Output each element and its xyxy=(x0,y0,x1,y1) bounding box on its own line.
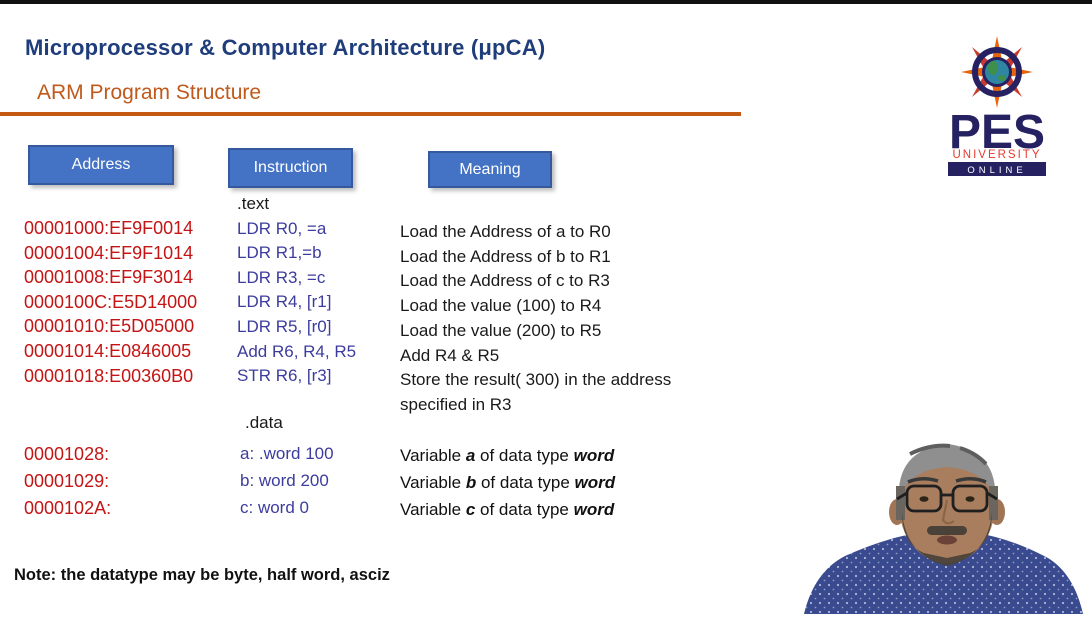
address-column: 00001000:EF9F0014 00001004:EF9F1014 0000… xyxy=(24,216,197,388)
meaning-value: Load the value (100) to R4 xyxy=(400,296,602,316)
meaning-column: Load the Address of a to R0 Load the Add… xyxy=(400,220,740,418)
instruction-value: a: .word 100 xyxy=(240,444,334,463)
meaning-value: Load the value (200) to R5 xyxy=(400,320,602,340)
meaning-value: Variable b of data type word xyxy=(400,469,615,496)
divider xyxy=(0,112,741,116)
pes-university-logo: PES UNIVERSITY ONLINE xyxy=(938,36,1056,176)
meaning-text: Variable xyxy=(400,446,466,465)
mouth xyxy=(937,535,957,545)
nose xyxy=(941,499,955,525)
datatype-name: word xyxy=(573,446,615,465)
meaning-text: Variable xyxy=(400,500,466,520)
address-value: 0000102A: xyxy=(24,498,112,518)
datatype-name: word xyxy=(573,500,615,520)
glasses-icon xyxy=(896,484,998,513)
datatype-name: word xyxy=(574,473,616,493)
shirt xyxy=(804,533,1083,614)
sideburn xyxy=(896,486,905,520)
column-header-address: Address xyxy=(28,145,174,185)
meaning-value: Load the Address of c to R3 xyxy=(400,271,610,291)
data-instruction-column: a: .word 100 b: word 200 c: word 0 xyxy=(240,440,334,521)
logo-university-label: UNIVERSITY xyxy=(952,149,1041,161)
compass-logo-icon: PES UNIVERSITY ONLINE xyxy=(948,36,1046,176)
column-header-meaning: Meaning xyxy=(428,151,552,188)
eyebrow xyxy=(907,477,939,484)
address-value: 00001010:E5D05000 xyxy=(24,316,195,337)
instruction-value: Add R6, R4, R5 xyxy=(237,341,357,361)
meaning-value: Load the Address of b to R1 xyxy=(400,246,611,266)
instruction-column: .text LDR R0, =a LDR R1,=b LDR R3, =c LD… xyxy=(237,192,356,389)
top-bar xyxy=(0,0,1092,4)
meaning-value: Variable c of data type word xyxy=(400,496,615,523)
instruction-value: b: word 200 xyxy=(240,471,329,490)
page-title: Microprocessor & Computer Architecture (… xyxy=(25,35,546,60)
address-value: 00001004:EF9F1014 xyxy=(24,242,194,263)
address-value: 00001028: xyxy=(24,444,110,464)
meaning-text: of data type xyxy=(476,473,575,493)
sideburn xyxy=(989,486,998,520)
address-value: 00001029: xyxy=(24,471,110,491)
instruction-value: LDR R0, =a xyxy=(237,218,327,238)
data-meaning-column: Variable a of data type word Variable b … xyxy=(400,442,615,524)
address-value: 00001000:EF9F0014 xyxy=(24,218,194,238)
data-address-column: 00001028: 00001029: 0000102A: xyxy=(24,441,111,522)
variable-name: a xyxy=(465,446,476,465)
instruction-value: STR R6, [r3] xyxy=(237,366,332,386)
meaning-text: of data type xyxy=(475,500,574,520)
footnote: Note: the datatype may be byte, half wor… xyxy=(14,566,390,584)
meaning-value: Store the result( 300) in the address sp… xyxy=(400,370,672,414)
instruction-value: LDR R5, [r0] xyxy=(237,316,332,336)
column-header-instruction: Instruction xyxy=(228,148,353,188)
hair xyxy=(898,444,996,502)
meaning-value: Load the Address of a to R0 xyxy=(400,222,611,241)
instruction-value: c: word 0 xyxy=(240,498,309,517)
data-section-label: .data xyxy=(245,413,283,432)
address-value: 00001018:E00360B0 xyxy=(24,365,194,386)
variable-name: b xyxy=(465,473,477,493)
hair-streaks xyxy=(909,443,988,466)
logo-acronym: PES xyxy=(949,106,1045,159)
instruction-value: LDR R4, [r1] xyxy=(237,292,332,312)
meaning-text: Variable xyxy=(400,473,466,493)
address-value: 00001008:EF9F3014 xyxy=(24,267,194,288)
meaning-text: of data type xyxy=(475,446,574,465)
instruction-value: LDR R3, =c xyxy=(237,267,326,287)
instructor-illustration xyxy=(804,443,1083,614)
mustache xyxy=(927,526,967,535)
eye xyxy=(919,496,929,502)
eyebrow xyxy=(955,477,987,484)
compass-rose-icon xyxy=(961,36,1033,108)
text-section-label: .text xyxy=(237,194,270,213)
address-value: 0000100C:E5D14000 xyxy=(24,291,198,312)
logo-online-label: ONLINE xyxy=(967,165,1026,176)
variable-name: c xyxy=(465,500,476,520)
instruction-value: LDR R1,=b xyxy=(237,243,322,263)
meaning-value: Variable a of data type word xyxy=(400,442,615,469)
eye xyxy=(965,496,975,502)
page-subtitle: ARM Program Structure xyxy=(37,81,262,104)
meaning-value: Add R4 & R5 xyxy=(400,345,500,365)
instructor-video xyxy=(790,420,1092,614)
address-value: 00001014:E0846005 xyxy=(24,340,192,361)
